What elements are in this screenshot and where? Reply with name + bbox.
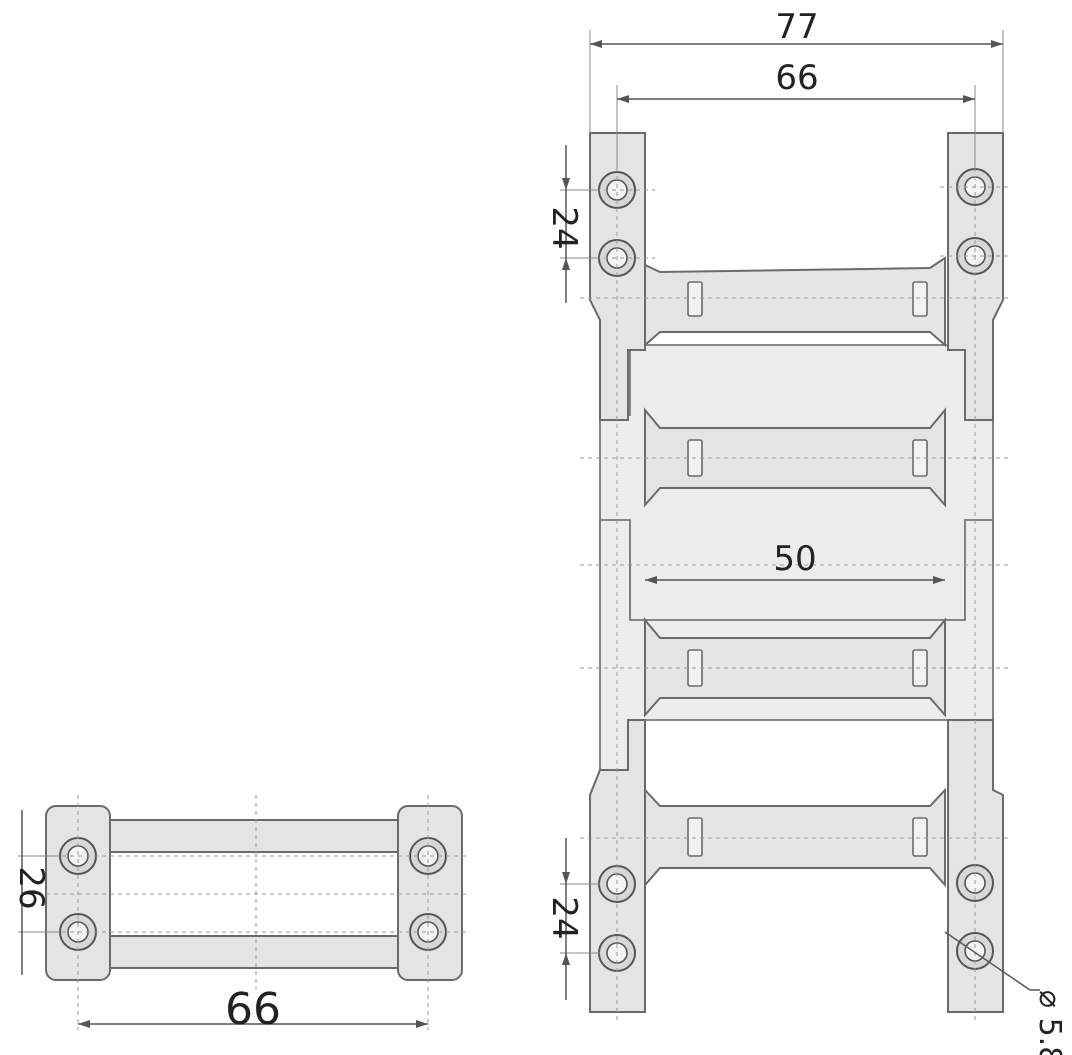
bottom-hole-pitch-label: 24 — [544, 896, 584, 939]
crossbar-slot — [912, 817, 928, 857]
crossbar-slot — [687, 817, 703, 857]
hole-diameter-label: ⌀ 5.8 — [1032, 990, 1067, 1055]
crossbar-slot — [912, 281, 928, 317]
inner-width-label: 50 — [773, 539, 816, 579]
crossbar-4 — [644, 787, 946, 888]
top-right-bracket — [947, 132, 1004, 421]
crossbar-slot — [687, 281, 703, 317]
side-view-lower-bar — [104, 935, 406, 969]
side-view — [18, 795, 470, 1030]
crossbar-2 — [644, 407, 946, 508]
side-view-width-label: 66 — [225, 984, 281, 1035]
crossbar-3 — [644, 617, 946, 718]
side-view-upper-bar — [104, 819, 406, 853]
top-hole-pitch-label: 24 — [544, 206, 584, 249]
side-view-hole-pitch-label: 26 — [11, 866, 51, 909]
top-view — [560, 30, 1040, 1020]
crossbar-1 — [644, 256, 946, 348]
overall-width-label: 77 — [775, 7, 818, 47]
side-view-right-block — [397, 805, 463, 981]
hole-spacing-width-label: 66 — [775, 58, 818, 98]
